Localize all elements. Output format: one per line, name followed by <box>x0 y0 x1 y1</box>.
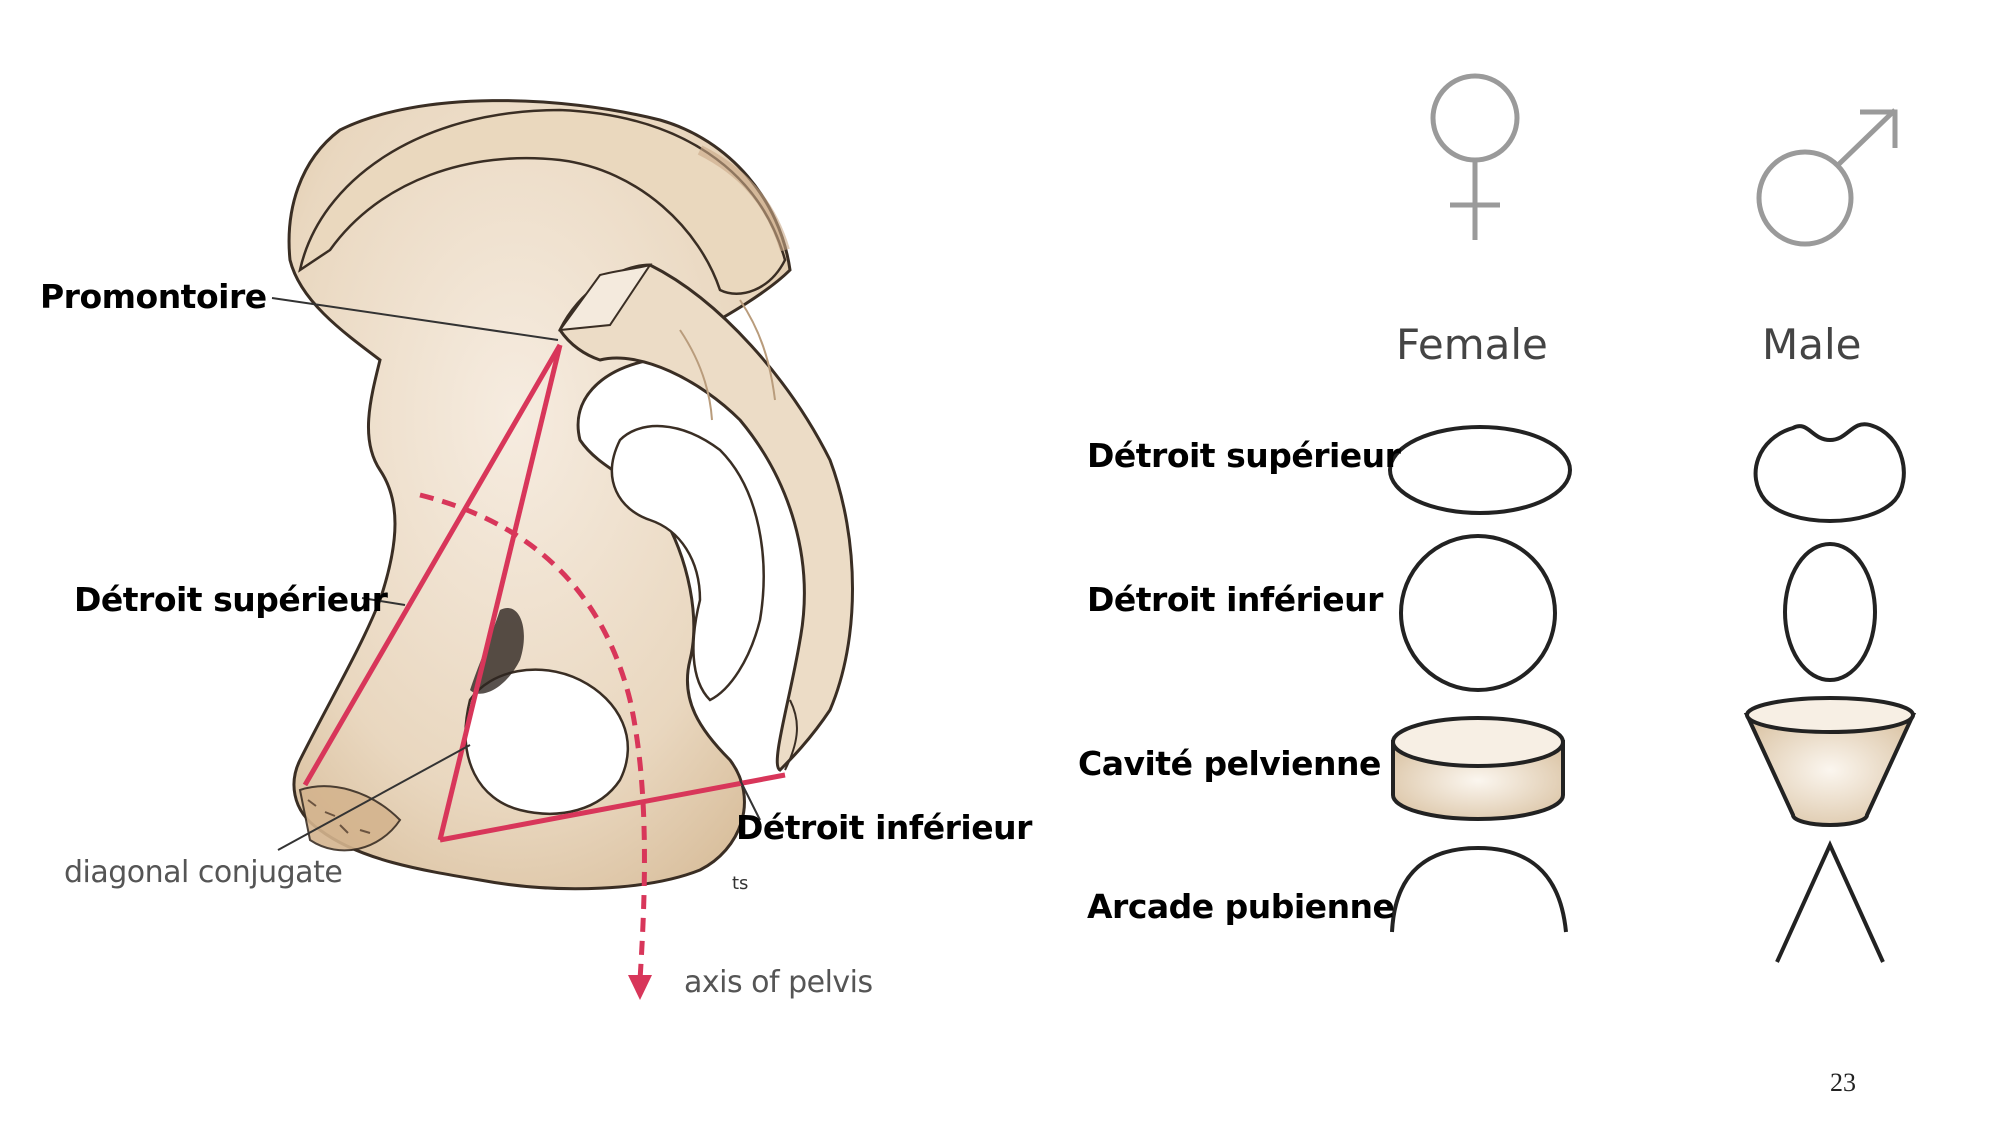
female-outlet-shape <box>1399 534 1557 692</box>
male-cavity-shape <box>1743 696 1917 827</box>
label-inlet-left: Détroit supérieur <box>74 580 388 619</box>
label-diagonal-conjugate: diagonal conjugate <box>64 855 343 890</box>
mars-symbol-icon <box>1756 108 1898 247</box>
pelvic-planes-lines <box>302 343 786 843</box>
label-ts: ts <box>732 873 749 894</box>
venus-symbol-icon <box>1430 73 1520 240</box>
male-outlet-shape <box>1783 542 1877 682</box>
axis-arrowhead <box>628 975 652 1000</box>
row-label-cavity: Cavité pelvienne <box>1078 744 1381 783</box>
obturator-foramen <box>464 668 630 815</box>
sciatic-notch <box>610 424 765 702</box>
male-inlet-shape <box>1753 422 1906 523</box>
iliac-crest <box>298 108 787 295</box>
axis-of-pelvis-curve <box>419 492 647 981</box>
female-inlet-shape <box>1388 425 1572 515</box>
leader-lines <box>271 297 761 851</box>
hip-bone-illustration <box>287 99 854 891</box>
page-number: 23 <box>1830 1068 1856 1097</box>
header-female: Female <box>1396 320 1548 369</box>
label-axis-of-pelvis: axis of pelvis <box>684 965 873 1000</box>
row-label-arch: Arcade pubienne <box>1087 887 1395 926</box>
row-label-inlet: Détroit supérieur <box>1087 436 1401 475</box>
label-outlet-left: Détroit inférieur <box>736 808 1032 847</box>
female-arch-shape <box>1390 845 1568 933</box>
female-cavity-shape <box>1391 716 1565 821</box>
header-male: Male <box>1762 320 1862 369</box>
female-shapes <box>1388 425 1572 933</box>
row-label-outlet: Détroit inférieur <box>1087 580 1383 619</box>
male-shapes <box>1743 422 1917 963</box>
male-arch-shape <box>1775 840 1885 963</box>
label-promontoire: Promontoire <box>40 277 267 316</box>
